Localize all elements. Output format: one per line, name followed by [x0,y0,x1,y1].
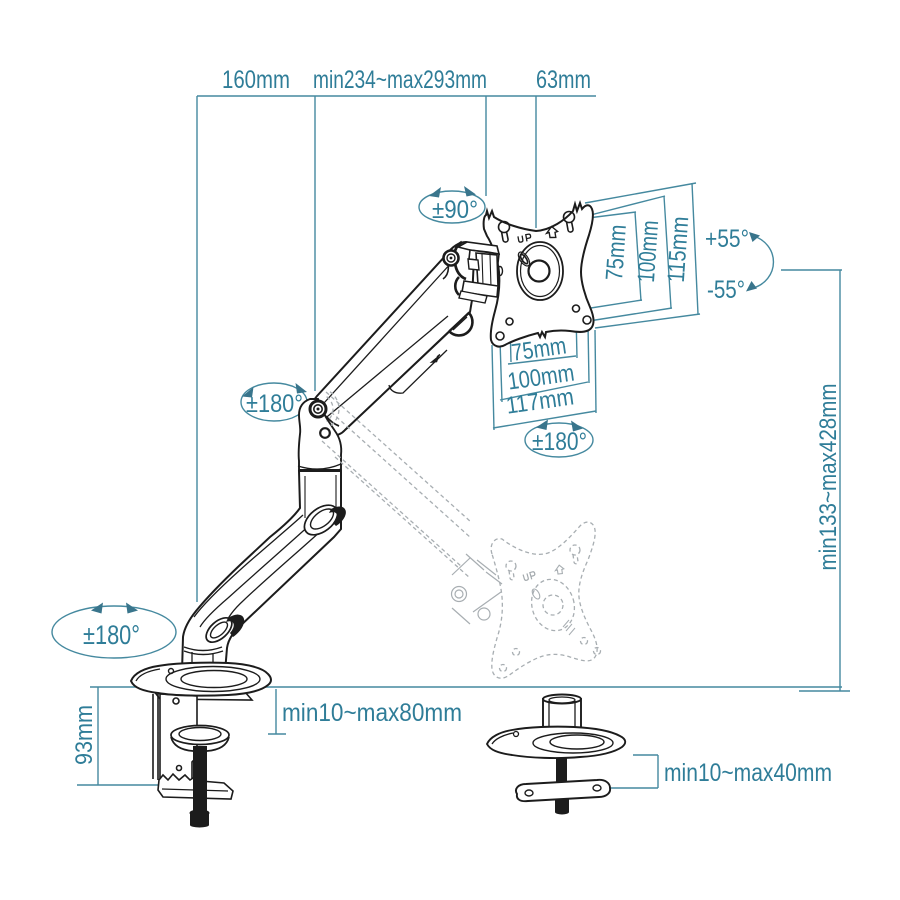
svg-text:-55°: -55° [707,276,745,304]
svg-text:+55°: +55° [705,225,749,253]
svg-text:min10~max40mm: min10~max40mm [664,759,832,787]
svg-text:min234~max293mm: min234~max293mm [313,66,487,94]
svg-text:±90°: ±90° [432,196,478,224]
svg-text:min10~max80mm: min10~max80mm [282,699,462,727]
svg-text:160mm: 160mm [222,66,290,94]
svg-text:±180°: ±180° [83,620,140,650]
svg-text:63mm: 63mm [536,66,591,94]
svg-text:min133~max428mm: min133~max428mm [815,384,842,571]
svg-text:±180°: ±180° [532,428,587,456]
svg-text:75mm: 75mm [601,224,632,282]
svg-text:115mm: 115mm [663,216,695,284]
svg-text:100mm: 100mm [633,220,664,284]
svg-text:93mm: 93mm [71,705,98,765]
svg-text:±180°: ±180° [246,390,303,418]
